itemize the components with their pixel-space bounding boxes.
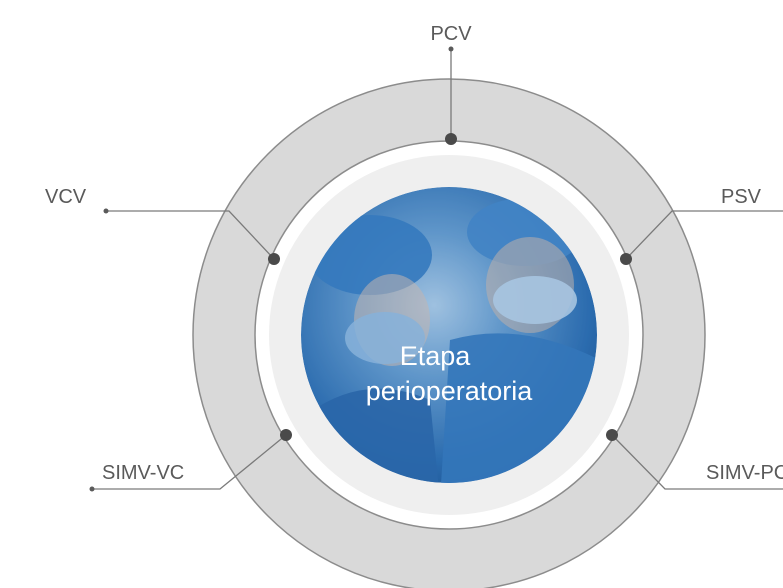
vcv-connector xyxy=(106,210,275,260)
vcv-end-dot xyxy=(103,208,109,214)
psv-connector xyxy=(625,210,783,260)
pcv-node xyxy=(445,133,457,145)
simv-pc-connector xyxy=(611,434,783,490)
surgeons-photo-icon xyxy=(301,187,597,483)
mode-label-pcv: PCV xyxy=(430,23,472,45)
simv-vc-end-dot xyxy=(89,486,95,492)
center-title-line1: Etapa xyxy=(400,341,472,371)
simv-vc-node xyxy=(280,429,292,441)
pcv-end-dot xyxy=(448,46,454,52)
psv-node xyxy=(620,253,632,265)
simv-pc-node xyxy=(606,429,618,441)
vcv-node xyxy=(268,253,280,265)
mode-label-simv-pc: SIMV-PC xyxy=(706,462,783,484)
mode-label-simv-vc: SIMV-VC xyxy=(102,462,184,484)
simv-vc-connector xyxy=(92,434,287,490)
center-title-line2: perioperatoria xyxy=(366,376,534,406)
mode-label-psv: PSV xyxy=(721,186,762,208)
mode-label-vcv: VCV xyxy=(45,186,87,208)
